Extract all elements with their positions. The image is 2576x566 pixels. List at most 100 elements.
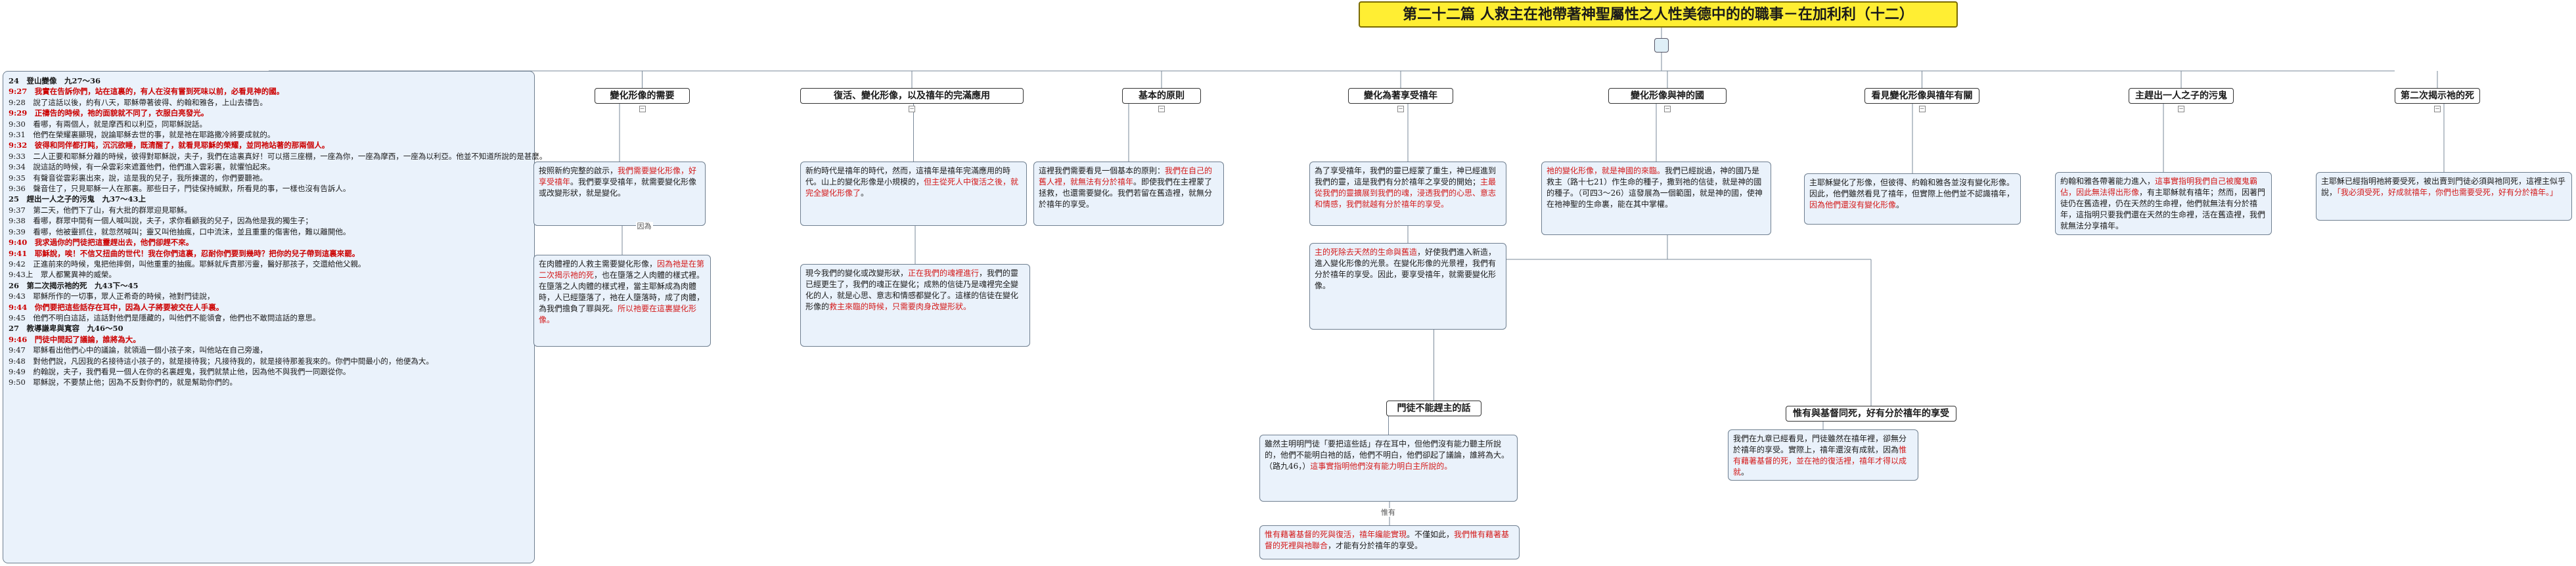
summary-line: 9:28 說了這話以後，約有八天，耶穌帶著彼得、約翰和雅各，上山去禱告。 <box>9 97 267 107</box>
summary-line: 9:36 聲音住了，只見耶穌一人在那裏。那些日子，門徒保持緘默，所看見的事，一樣… <box>9 184 351 194</box>
summary-line: 9:45 他們不明白這話，這話對他們是隱藏的，叫他們不能領會，他們也不敢問這話的… <box>9 313 321 322</box>
note-text: 。 <box>1896 200 1905 209</box>
note-box: 祂的變化形像，就是神國的來臨。我們已經說過，神的國乃是救主（路十七21）作生命的… <box>1541 162 1771 235</box>
summary-line: 9:46 門徒中間起了議論，誰將為大。 <box>9 334 141 344</box>
highlighted-text: 這事實指明他們沒有能力明白主所說的。 <box>1310 462 1453 471</box>
note-text: 按照新約完整的啟示， <box>539 166 618 175</box>
topic-node[interactable]: 主趕出一人之子的污鬼 <box>2129 88 2234 104</box>
note-text: 主耶穌變化了形像，但彼得、約翰和雅各並沒有變化形像。因此，他們雖然看見了禧年，但… <box>1809 178 2015 198</box>
note-text: ，也在墮落之人肉體的樣式裡。在墮落之人肉體的樣式裡，當主耶穌成為肉體時，人已經墮… <box>539 271 705 313</box>
expand-toggle-icon[interactable]: − <box>639 106 646 112</box>
highlighted-text: 惟有藉著基督的死，並在祂的復活裡，禧年才得以成就 <box>1733 445 1907 477</box>
highlighted-text: 惟有藉著基督的死與復活，禧年纔能實現 <box>1265 530 1407 539</box>
topic-node[interactable]: 基本的原則 <box>1122 88 1201 104</box>
summary-line: 24 登山變像 九27～36 <box>9 76 101 85</box>
note-text: 現今我們的變化或改變形狀， <box>805 269 909 278</box>
edge-label: 惟有 <box>1380 508 1397 517</box>
note-box: 約翰和雅各帶著能力進入，這事實指明我們自己被魔鬼霸佔，因此無法得出形像，有主耶穌… <box>2055 172 2272 235</box>
note-text: ，才能有分於禧年的享受。 <box>1328 541 1423 550</box>
page-title: 第二十二篇 人救主在祂帶著神聖屬性之人性美德中的的職事－在加利利（十二） <box>1359 1 1958 28</box>
topic-node[interactable]: 看見變化形像與禧年有關 <box>1864 88 1979 104</box>
summary-line: 9:48 對他們說，凡因我的名接待這小孩子的，就是接待我；凡接待我的，就是接待那… <box>9 356 434 366</box>
highlighted-text: 因為他們還沒有變化形像 <box>1809 200 1897 209</box>
topic-node[interactable]: 第二次揭示祂的死 <box>2395 88 2480 104</box>
note-box: 這裡我們需要看見一個基本的原則：我們在自己的舊人裡，就無法有分於禧年。即使我們在… <box>1033 162 1224 226</box>
expand-toggle-icon[interactable]: − <box>1918 106 1926 112</box>
summary-line: 9:29 正禱告的時候，祂的面貌就不同了，衣服白亮發光。 <box>9 108 209 118</box>
note-box: 惟有藉著基督的死與復活，禧年纔能實現。不僅如此，我們惟有藉著基督的死裡與祂聯合，… <box>1259 525 1520 559</box>
summary-line: 9:35 有聲音從雲彩裏出來，說，這是我的兒子，我所揀選的，你們要聽祂。 <box>9 173 267 183</box>
expand-toggle-icon[interactable]: − <box>1664 106 1671 112</box>
summary-line: 9:49 約翰說，夫子，我們看見一個人在你的名裏趕鬼，我們就禁止他，因為他不與我… <box>9 366 351 376</box>
note-box: 按照新約完整的啟示，我們需要變化形像，好享受禧年。我們要享受禧年，就需要變化形像… <box>533 162 706 226</box>
expand-toggle-icon[interactable]: − <box>1397 106 1404 112</box>
highlighted-text: 我們在自己的舊人裡，就無法有分於禧年 <box>1039 166 1213 186</box>
summary-line: 9:41 耶穌說，唉！不信又扭曲的世代！我在你們這裏，忍耐你們要到幾時？把你的兒… <box>9 248 360 258</box>
summary-line: 9:27 我實在告訴你們，站在這裏的，有人在沒有嘗到死味以前，必看見神的國。 <box>9 87 284 97</box>
topic-node[interactable]: 變化形像與神的國 <box>1608 88 1727 104</box>
note-box: 雖然主明明門徒「要把這些話」存在耳中，但他們沒有能力聽主所說的，他們不能明白祂的… <box>1259 435 1518 502</box>
note-text: 。 <box>861 188 869 198</box>
highlighted-text: 主的死除去天然的生命與舊造 <box>1315 248 1418 257</box>
summary-line: 9:30 看哪，有兩個人，就是摩西和以利亞，同耶穌說話。 <box>9 119 207 129</box>
note-box: 新約時代是禧年的時代，然而，這禧年是禧年完滿應用的時代。山上的變化形像是小規模的… <box>800 162 1027 226</box>
note-text: ，我們的靈已經更生了，我們的魂正在變化；成熟的信徒乃是魂裡完全變化的人，就是心思… <box>805 269 1019 311</box>
highlighted-text: 救主來臨的時候，只需要肉身改變形狀。 <box>829 302 972 311</box>
summary-line: 9:43上 眾人都驚異神的威榮。 <box>9 270 116 280</box>
note-text: 在肉體裡的人救主需要變化形像， <box>539 259 658 269</box>
summary-line: 9:33 二人正要和耶穌分離的時候，彼得對耶穌說，夫子，我們在這裏真好！可以搭三… <box>9 151 547 161</box>
topic-node[interactable]: 門徒不能趕主的話 <box>1386 401 1481 416</box>
highlighted-text: 這事實指明我們自己被魔鬼霸佔，因此無法得出形像 <box>2060 177 2258 197</box>
highlighted-text: 「我必須受死，好成就禧年，你們也需要受死，好有分於禧年。」 <box>2337 188 2558 197</box>
highlighted-text: 因為祂是在第二次揭示祂的死 <box>539 259 705 280</box>
summary-line: 9:40 我求過你的門徒把這靈趕出去，他們卻趕不來。 <box>9 238 194 248</box>
note-text: 主耶穌已經指明祂將要受死，被出賣到門徒必須與祂同死，這裡主似乎說， <box>2321 177 2566 197</box>
note-box: 主耶穌變化了形像，但彼得、約翰和雅各並沒有變化形像。因此，他們雖然看見了禧年，但… <box>1804 173 2021 225</box>
note-box: 主耶穌已經指明祂將要受死，被出賣到門徒必須與祂同死，這裡主似乎說，「我必須受死，… <box>2316 172 2572 221</box>
summary-line: 9:50 耶穌說，不要禁止他；因為不反對你們的，就是幫助你們的。 <box>9 378 237 387</box>
note-text: 為了享受禧年，我們的靈已經蒙了重生，神已經進到我們的靈，這是我們有分於禧年之享受… <box>1315 166 1497 186</box>
note-text: 我們在九章已經看見，門徒雖然在禧年裡，卻無分於禧年的享受。實際上，禧年還沒有成就… <box>1733 434 1907 454</box>
summary-line: 9:47 耶穌看出他們心中的議論，就領過一個小孩子來，叫他站在自己旁邊， <box>9 345 267 355</box>
highlighted-text: 主最從我們的靈擴展到我們的魂，浸透我們的心思、意志和情感，我們就越有分於禧年的享… <box>1315 177 1497 209</box>
note-box: 現今我們的變化或改變形狀，正在我們的魂裡進行，我們的靈已經更生了，我們的魂正在變… <box>800 264 1030 347</box>
summary-line: 9:32 彼得和同伴都打盹，沉沉欲睡，既清醒了，就看見耶穌的榮耀，並同祂站著的那… <box>9 141 330 150</box>
highlighted-text: 正在我們的魂裡進行 <box>908 269 980 278</box>
note-text: 。 <box>1741 468 1750 477</box>
note-box: 為了享受禧年，我們的靈已經蒙了重生，神已經進到我們的靈，這是我們有分於禧年之享受… <box>1309 162 1506 226</box>
note-box: 主的死除去天然的生命與舊造，好使我們進入新造，進入變化形像的光景。在變化形像的光… <box>1309 243 1506 330</box>
note-text: 新約時代是禧年的時代，然而，這禧年是禧年完滿應用的時代。山上的變化形像是小規模的… <box>805 166 1011 186</box>
summary-line: 9:39 看哪，他被靈抓住，就忽然喊叫；靈又叫他抽瘋，口中流沫，並且重重的傷害他… <box>9 227 351 236</box>
summary-line: 27 教導謙卑與寬容 九46～50 <box>9 324 124 334</box>
expand-toggle-icon[interactable]: − <box>2434 106 2441 112</box>
highlighted-text: 我們惟有藉著基督的死裡與祂聯合 <box>1265 530 1510 550</box>
hub-node[interactable] <box>1654 38 1669 53</box>
highlighted-text: 我們需要變化形像，好享受禧年 <box>539 166 697 186</box>
topic-node[interactable]: 變化形像的需要 <box>595 88 690 104</box>
scripture-summary-panel: 24 登山變像 九27～36 9:27 我實在告訴你們，站在這裏的，有人在沒有嘗到… <box>3 71 547 563</box>
summary-line: 9:38 看哪，群眾中間有一個人喊叫說，夫子，求你看顧我的兒子，因為他是我的獨生… <box>9 216 313 226</box>
expand-toggle-icon[interactable]: − <box>2178 106 2184 112</box>
summary-line: 9:42 正進前來的時候，鬼把他摔倒，叫他重重的抽瘋。耶穌就斥責那污靈，醫好那孩… <box>9 259 366 269</box>
note-box: 我們在九章已經看見，門徒雖然在禧年裡，卻無分於禧年的享受。實際上，禧年還沒有成就… <box>1728 429 1918 481</box>
topic-node[interactable]: 惟有與基督同死，好有分於禧年的享受 <box>1786 406 1956 422</box>
summary-line: 9:31 他們在榮耀裏顯現，說論耶穌去世的事，就是祂在耶路撒冷將要成就的。 <box>9 130 275 140</box>
note-text: 我們已經說過，神的國乃是救主（路十七21）作生命的種子，撒到祂的信徒，就是神的國… <box>1547 166 1763 209</box>
note-text: 。不僅如此， <box>1407 530 1455 539</box>
summary-line: 25 趕出一人之子的污鬼 九37～43上 <box>9 194 147 204</box>
expand-toggle-icon[interactable]: − <box>1158 106 1165 112</box>
note-text: 約翰和雅各帶著能力進入， <box>2060 177 2156 186</box>
topic-node[interactable]: 復活、變化形像，以及禧年的完滿應用 <box>800 88 1024 104</box>
note-text: 這裡我們需要看見一個基本的原則： <box>1039 166 1165 175</box>
summary-line: 26 第二次揭示祂的死 九43下～45 <box>9 280 139 290</box>
highlighted-text: 所以祂要在這裏變化形像。 <box>539 304 697 324</box>
note-text: 雖然主明明門徒「要把這些話」存在耳中，但他們沒有能力聽主所說的，他們不能明白祂的… <box>1265 439 1510 471</box>
note-text: ，有主耶穌就有禧年；然而，因著門徒仍在舊造裡，仍在天然的生命裡，他們就無法有分於… <box>2060 188 2266 230</box>
topic-node[interactable]: 變化為著享受禧年 <box>1348 88 1453 104</box>
summary-line: 9:44 你們要把這些話存在耳中，因為人子將要被交在人手裏。 <box>9 302 224 312</box>
highlighted-text: 祂的變化形像，就是神國的來臨。 <box>1547 166 1665 175</box>
expand-toggle-icon[interactable]: − <box>909 106 915 112</box>
note-text: 。我們要享受禧年，就需要變化形像或改變形狀，就是變化。 <box>539 177 697 198</box>
note-text: 。即使我們在主裡蒙了拯救，也還需要變化。我們若留在舊造裡，就無分於禧年的享受。 <box>1039 177 1213 209</box>
